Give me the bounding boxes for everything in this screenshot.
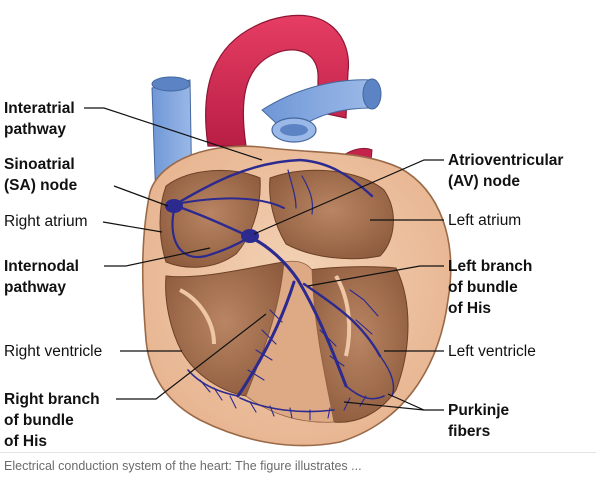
image-caption[interactable]: Electrical conduction system of the hear…: [4, 459, 362, 473]
label-av-node: Atrioventricular (AV) node: [448, 152, 564, 190]
label-left-atrium: Left atrium: [448, 212, 522, 229]
label-interatrial-pathway: Interatrial pathway: [4, 100, 75, 138]
label-right-ventricle: Right ventricle: [4, 343, 103, 360]
label-sa-node: Sinoatrial (SA) node: [4, 156, 78, 194]
left-atrium-chamber: [269, 169, 394, 260]
conduction-pathways: [171, 158, 395, 421]
label-right-branch-bundle: Right branch of bundle of His: [4, 391, 100, 450]
heart-conduction-figure: [84, 14, 452, 447]
sa-node: [165, 199, 183, 213]
label-left-ventricle: Left ventricle: [448, 343, 536, 360]
label-purkinje-fibers: Purkinje fibers: [448, 402, 510, 440]
label-internodal-pathway: Internodal pathway: [4, 258, 79, 296]
caption-bar: Electrical conduction system of the hear…: [0, 452, 596, 480]
aorta: [205, 14, 350, 147]
leader-lines: [84, 107, 444, 411]
label-left-branch-bundle: Left branch of bundle of His: [448, 258, 533, 317]
label-right-atrium: Right atrium: [4, 213, 88, 230]
av-node: [241, 229, 259, 243]
